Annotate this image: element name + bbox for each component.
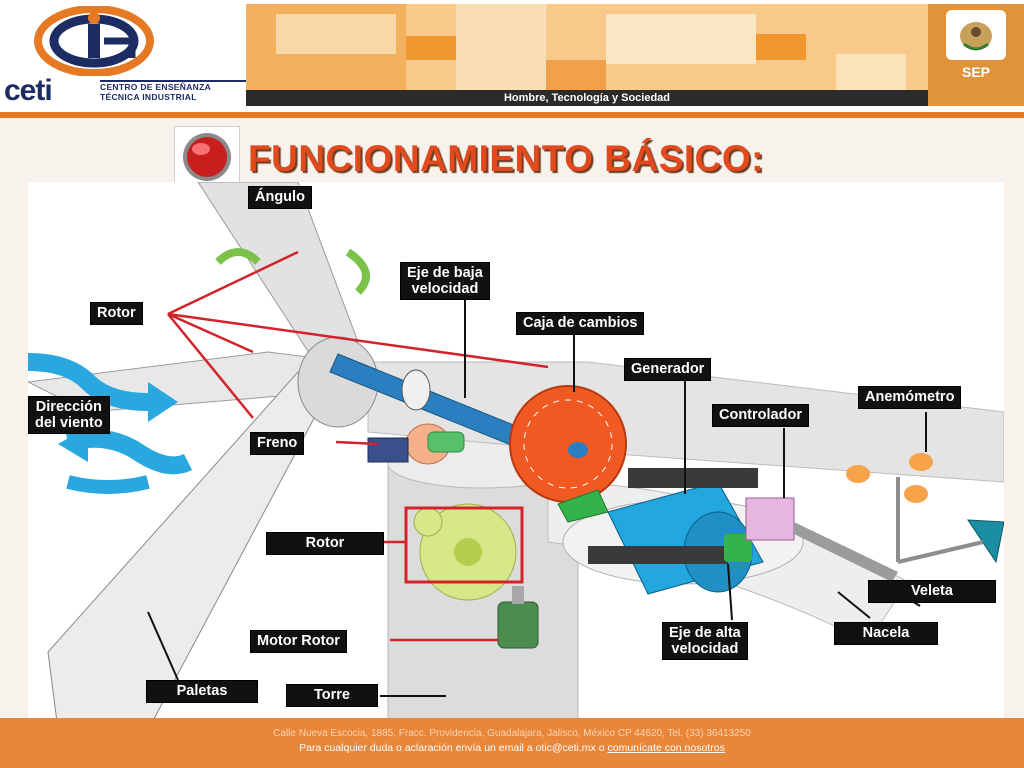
header: ceti CENTRO DE ENSEÑANZA TÉCNICA INDUSTR…	[0, 0, 1024, 118]
label-eje-alta-velocidad: Eje de alta velocidad	[662, 622, 748, 660]
logo-line-1: CENTRO DE ENSEÑANZA	[100, 82, 212, 92]
logo-wordmark: ceti	[4, 74, 53, 107]
footer-contact-text: Para cualquier duda o aclaración envía u…	[299, 742, 605, 754]
ceti-emblem-icon	[34, 6, 154, 76]
brake	[367, 423, 465, 465]
label-rotor-mid: Rotor	[266, 532, 384, 555]
sep-label: SEP	[961, 64, 990, 80]
red-bullet-icon	[174, 126, 240, 188]
sep-logo[interactable]: SEP	[928, 4, 1024, 106]
header-rule	[0, 112, 1024, 118]
label-eje-alta-line2: velocidad	[671, 641, 739, 657]
label-direccion-line1: Dirección	[35, 399, 102, 415]
gearbox-gear	[509, 385, 627, 503]
label-generador: Generador	[624, 358, 712, 381]
label-eje-alta-line1: Eje de alta	[669, 625, 741, 641]
footer: Calle Nueva Escocia, 1885, Fracc. Provid…	[0, 718, 1024, 768]
label-paletas: Paletas	[146, 680, 258, 703]
generator	[557, 468, 764, 595]
wind-turbine-diagram: Ángulo Rotor Eje de baja velocidad Caja …	[28, 182, 1004, 730]
turbine-illustration	[28, 182, 1004, 730]
tagline: Hombre, Tecnología y Sociedad	[246, 90, 928, 106]
contact-link[interactable]: comunícate con nosotros	[607, 742, 725, 754]
anemometer	[846, 453, 933, 562]
wind-direction-arrows	[28, 353, 193, 494]
coat-of-arms-icon	[946, 10, 1006, 60]
label-caja-cambios: Caja de cambios	[516, 312, 645, 335]
label-motor-rotor: Motor Rotor	[250, 630, 347, 653]
label-angulo: Ángulo	[248, 186, 312, 209]
footer-contact: Para cualquier duda o aclaración envía u…	[0, 742, 1024, 754]
label-eje-baja-velocidad: Eje de baja velocidad	[400, 262, 490, 300]
label-nacela: Nacela	[834, 622, 938, 645]
label-anemometro: Anemómetro	[858, 386, 962, 409]
footer-address: Calle Nueva Escocia, 1885, Fracc. Provid…	[273, 728, 751, 739]
label-eje-baja-line2: velocidad	[411, 281, 479, 297]
label-torre: Torre	[286, 684, 378, 707]
ceti-logo[interactable]: ceti CENTRO DE ENSEÑANZA TÉCNICA INDUSTR…	[0, 0, 246, 108]
yaw-rotor-gears	[404, 503, 524, 601]
label-veleta: Veleta	[868, 580, 996, 603]
angle-arrows	[215, 248, 370, 295]
label-eje-baja-line1: Eje de baja	[407, 265, 483, 281]
label-direccion-line2: del viento	[35, 415, 103, 431]
label-rotor-top: Rotor	[90, 302, 143, 325]
header-banner	[246, 4, 928, 92]
label-controlador: Controlador	[712, 404, 809, 427]
logo-line-2: TÉCNICA INDUSTRIAL	[100, 92, 197, 102]
logo-subtitle: CENTRO DE ENSEÑANZA TÉCNICA INDUSTRIAL	[100, 80, 246, 102]
leader-lines	[167, 250, 549, 642]
yaw-motor	[497, 586, 539, 649]
controller	[745, 497, 898, 582]
label-direccion-viento: Dirección del viento	[28, 396, 110, 434]
label-freno: Freno	[250, 432, 305, 455]
turbine-blades	[28, 182, 379, 730]
page-title: FUNCIONAMIENTO BÁSICO:	[248, 138, 764, 179]
wind-vane	[897, 519, 1004, 564]
